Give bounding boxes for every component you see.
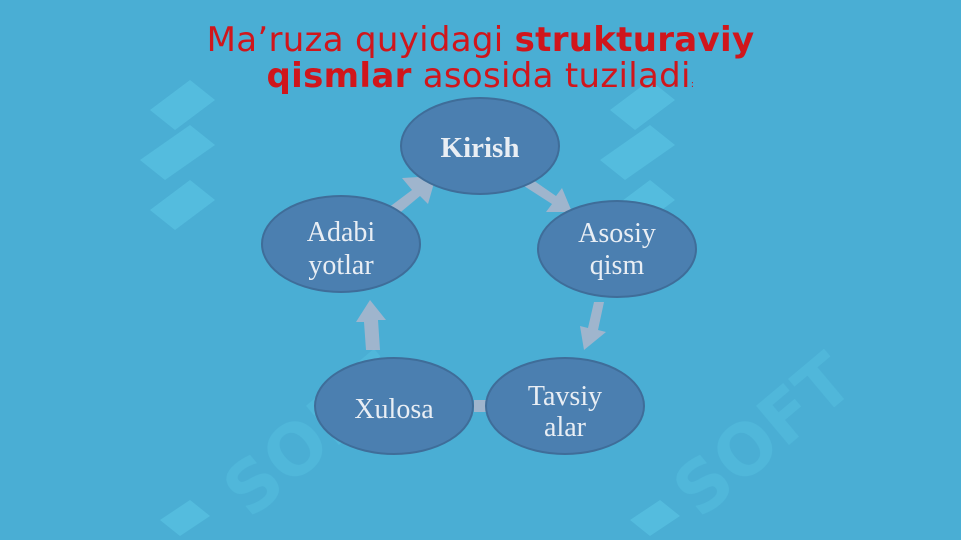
arrow-xulosa-to-adabiyotlar <box>356 300 386 350</box>
arrow-asosiy-to-tavsiyalar <box>580 302 606 350</box>
slide-title: Ma’ruza quyidagi strukturaviy qismlar as… <box>0 22 961 103</box>
node-adabiyotlar: Adabi yotlar <box>261 195 421 293</box>
node-asosiy-label-line1: Asosiy <box>578 218 656 249</box>
node-xulosa: Xulosa <box>314 357 474 455</box>
title-part-3: qismlar <box>266 56 412 96</box>
node-tavsiyalar-label-line2: alar <box>544 412 587 443</box>
node-kirish: Kirish <box>400 97 560 195</box>
node-adabiyotlar-label-line1: Adabi <box>307 217 376 248</box>
node-asosiy-label-line2: qism <box>590 250 645 281</box>
title-part-2: strukturaviy <box>514 20 755 60</box>
arrow-kirish-to-asosiy <box>524 178 572 212</box>
title-part-1: Ma’ruza quyidagi <box>206 20 515 60</box>
node-xulosa-label: Xulosa <box>354 394 434 425</box>
title-part-5: : <box>690 79 695 90</box>
node-tavsiyalar: Tavsiy alar <box>485 357 645 455</box>
node-adabiyotlar-label-line2: yotlar <box>308 250 374 281</box>
node-asosiy-qism: Asosiy qism <box>537 200 697 298</box>
arrow-adabiyotlar-to-kirish <box>388 176 436 216</box>
node-kirish-label: Kirish <box>441 132 520 164</box>
node-tavsiyalar-label-line1: Tavsiy <box>528 381 602 412</box>
title-part-4: asosida tuziladi <box>411 56 691 96</box>
